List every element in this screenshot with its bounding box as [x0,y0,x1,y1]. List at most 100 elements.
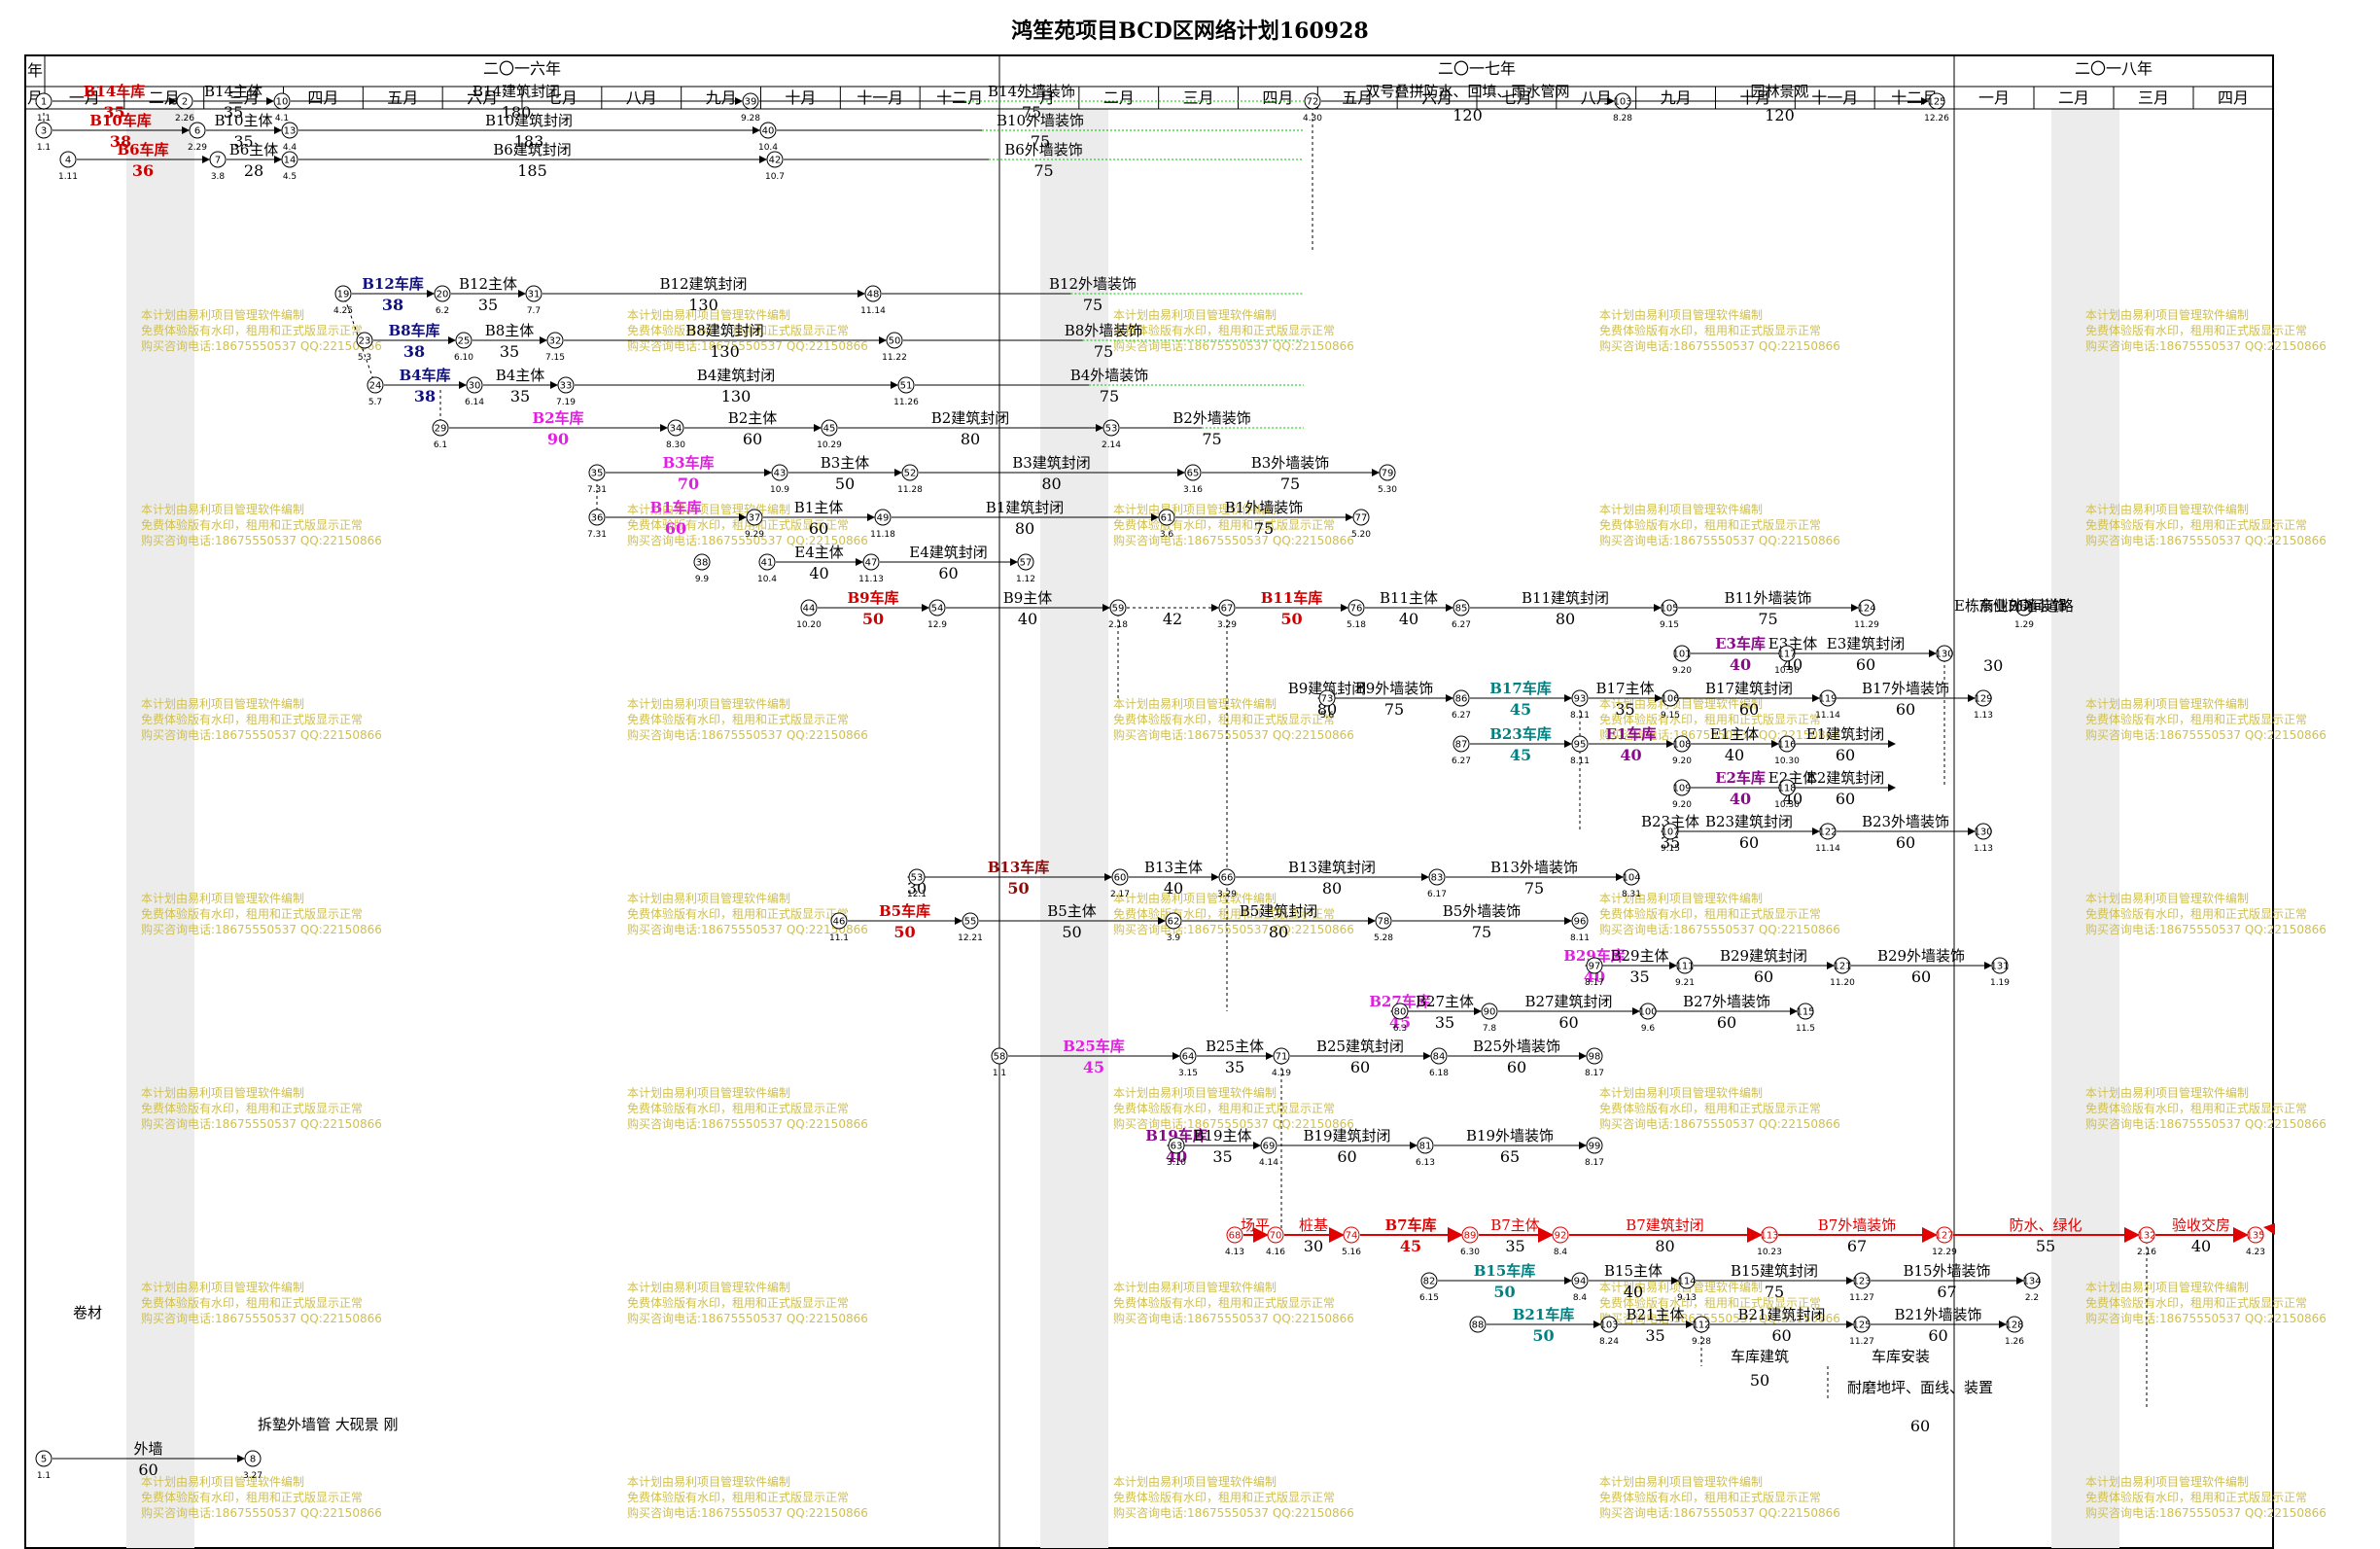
month-2016-2: 三月 [228,88,260,107]
event-date: 10.23 [1757,1248,1782,1257]
month-2016-1: 二月 [149,88,180,107]
watermark-line: 购买咨询电话:18675550537 QQ:22150866 [2085,1311,2327,1325]
event-node-number: 6 [194,126,200,137]
event-date: 5.28 [1374,933,1393,943]
event-date: 4.16 [1266,1248,1285,1257]
month-2017-10: 十一月 [1811,88,1858,107]
activity-label: 园林景观 [1750,83,1808,100]
activity-label: B13主体 [1144,859,1203,876]
event-node-number: 128 [2005,1320,2023,1331]
watermark-line: 免费体验版有水印，租用和正式版显示正常 [627,906,849,921]
event-node: 826.15 [1419,1272,1439,1303]
activity-duration: 60 [1836,746,1855,764]
event-node: 745.16 [1342,1226,1361,1257]
activity-label: B1主体 [794,499,844,516]
event-date: 8.11 [1570,757,1590,766]
road-days: 30 [1983,656,2003,675]
month-2018-3: 四月 [2218,88,2249,107]
row-b15: B15车库50B15主体40B15建筑封闭75B15外墙装饰67826.1594… [1419,1262,2042,1303]
event-date: 1.13 [1974,711,1993,721]
activity-duration: 183 [514,132,544,151]
activity-label: B7建筑封闭 [1626,1216,1704,1234]
event-date: 1.26 [2005,1337,2024,1347]
activity-label: B13建筑封闭 [1288,859,1376,876]
month-2016-8: 九月 [706,88,737,107]
activity-label: E3车库 [1715,635,1766,652]
year-0: 二〇一六年 [483,59,561,78]
month-2016-6: 七月 [546,88,578,107]
event-node: 235.3 [356,332,373,363]
watermark-line: 免费体验版有水印，租用和正式版显示正常 [1599,517,1821,532]
activity-duration: 75 [1472,923,1491,941]
event-node: 592.18 [1108,599,1128,630]
activity-label: B27车库 [1369,993,1431,1010]
floor-finish-days: 60 [1910,1417,1930,1435]
row-b23: B23主体35B23建筑封闭60B23外墙装饰601079.1512211.14… [1641,813,1993,854]
activity-duration: 67 [1847,1237,1867,1255]
activity-label: E1主体 [1710,725,1760,743]
activity-duration: 60 [1896,700,1915,719]
activity-duration: 60 [1558,1013,1578,1032]
event-node: 130 [1935,645,1954,662]
watermark-line: 本计划由易利项目管理软件编制 [1113,1474,1277,1489]
activity-duration: 45 [1510,700,1531,719]
event-node-number: 58 [994,1052,1006,1063]
event-node: 532.14 [1102,419,1121,450]
activity-duration: 35 [103,103,124,122]
event-date: 6.2 [436,306,449,316]
watermark-line: 本计划由易利项目管理软件编制 [1599,1280,1763,1294]
event-node-number: 124 [1857,604,1875,615]
activity-label: B17车库 [1489,680,1552,697]
event-date: 10.9 [770,485,789,495]
watermark-line: 购买咨询电话:18675550537 QQ:22150866 [1599,922,1840,936]
row-b14: B14车库35B14主体35B14建筑封闭180B14外墙装饰7511.122.… [35,83,1322,123]
event-date: 1.19 [1990,978,2010,988]
watermark-line: 购买咨询电话:18675550537 QQ:22150866 [2085,727,2327,742]
activity-duration: 40 [1730,655,1751,674]
activity-label: B3建筑封闭 [1012,454,1091,472]
event-date: 11.13 [858,575,884,584]
watermark-line: 购买咨询电话:18675550537 QQ:22150866 [1113,727,1354,742]
event-node: 663.29 [1217,868,1237,899]
watermark-line: 购买咨询电话:18675550537 QQ:22150866 [141,922,382,936]
watermark-line: 本计划由易利项目管理软件编制 [141,502,304,516]
event-date: 2.14 [1102,440,1121,450]
event-node-number: 50 [889,336,901,347]
event-node-number: 111 [1675,962,1694,972]
event-node: 128 1.26 [2005,1316,2024,1347]
row-b10: B10车库38B10主体35B10建筑封闭183B10外墙装饰7531.162.… [35,112,1304,153]
watermark-line: 免费体验版有水印，租用和正式版显示正常 [1599,712,1821,726]
event-date: 7.31 [587,485,607,495]
watermark-line: 购买咨询电话:18675550537 QQ:22150866 [141,1311,382,1325]
watermark-line: 本计划由易利项目管理软件编制 [1599,696,1763,711]
activity-duration: 60 [1928,1326,1947,1345]
event-node-number: 67 [1221,604,1234,615]
event-node-number: 107 [1661,827,1679,838]
event-node-number: 121 [1833,962,1851,972]
event-date: 2.17 [1110,890,1130,899]
event-node-number: 41 [761,558,774,569]
event-date: 4.1 [275,114,289,123]
row-b6: B6车库36B6主体28B6建筑封闭185B6外墙装饰7541.1173.814… [58,141,1304,182]
activity-duration: 38 [382,296,403,314]
activity-duration: 45 [1389,1013,1411,1032]
activity-duration: 60 [138,1461,158,1479]
watermark-line: 免费体验版有水印，租用和正式版显示正常 [1113,1101,1335,1115]
event-node-number: 132 [2137,1231,2155,1242]
event-node: 22.26 [175,92,194,123]
event-date: 6.27 [1452,620,1471,630]
activity-label: B2建筑封闭 [931,409,1010,427]
event-date: 8.4 [1573,1293,1588,1303]
activity-duration: 60 [743,430,762,448]
event-node-number: 60 [1114,873,1127,884]
watermark-layer: 本计划由易利项目管理软件编制免费体验版有水印，租用和正式版显示正常购买咨询电话:… [141,307,2327,1520]
event-date: 6.17 [1427,890,1447,899]
